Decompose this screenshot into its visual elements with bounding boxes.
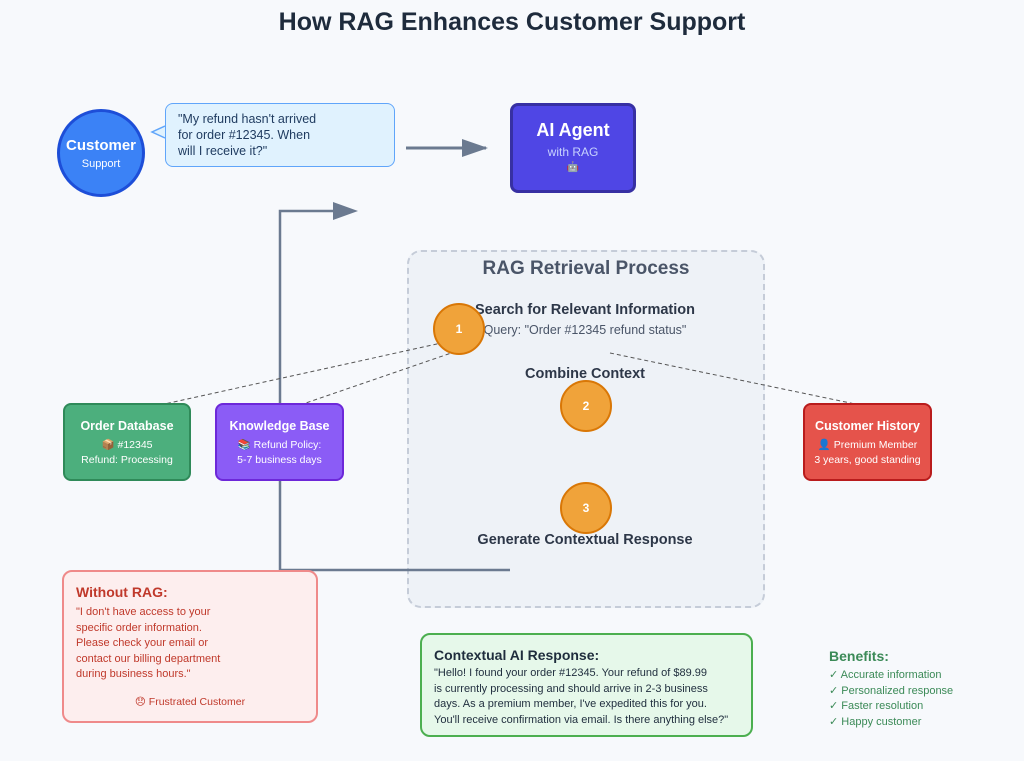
order-database-line: 📦 #12345 <box>101 439 153 451</box>
benefit-item: ✓ Happy customer <box>829 715 922 728</box>
without-rag-panel: Without RAG: "I don't have access to you… <box>62 570 318 723</box>
contextual-response-panel: Contextual AI Response: "Hello! I found … <box>420 633 753 737</box>
speech-bubble-tail <box>150 125 166 139</box>
question-line: "My refund hasn't arrived <box>178 112 317 126</box>
contextual-response-line: is currently processing and should arriv… <box>434 682 708 695</box>
contextual-response-text: "Hello! I found your order #12345. Your … <box>434 666 739 728</box>
without-rag-line: specific order information. <box>76 621 202 634</box>
benefit-item: ✓ Accurate information <box>829 669 942 681</box>
step-3-title: Generate Contextual Response <box>477 532 693 548</box>
benefits-panel: Benefits: ✓ Accurate information ✓ Perso… <box>829 648 1009 730</box>
customer-question-bubble: "My refund hasn't arrived for order #123… <box>165 103 395 167</box>
benefit-item: ✓ Personalized response <box>829 684 954 697</box>
customer-history-line: 👤 Premium Member <box>817 439 918 451</box>
without-rag-line: "I don't have access to your <box>76 606 211 618</box>
knowledge-base-line: 5-7 business days <box>237 454 322 466</box>
knowledge-base-node: Knowledge Base 📚 Refund Policy: 5-7 busi… <box>215 403 344 481</box>
without-rag-title: Without RAG: <box>76 584 168 600</box>
ai-agent-node: AI Agent with RAG 🤖 <box>510 103 636 193</box>
question-line: will I receive it?" <box>178 144 268 158</box>
robot-icon: 🤖 <box>566 162 580 173</box>
order-db-connector <box>159 339 456 406</box>
order-database-title: Order Database <box>80 419 174 433</box>
without-rag-line: Please check your email or <box>76 637 209 649</box>
knowledge-base-title: Knowledge Base <box>229 419 330 433</box>
step-2-badge: 2 <box>560 380 612 432</box>
knowledge-base-line: 📚 Refund Policy: <box>237 439 322 451</box>
customer-subtitle: Support <box>81 157 121 170</box>
knowledge-base-connector <box>299 349 461 406</box>
contextual-response-line: "Hello! I found your order #12345. Your … <box>434 667 707 679</box>
customer-history-title: Customer History <box>815 419 920 433</box>
benefits-title: Benefits: <box>829 648 889 664</box>
without-rag-line: contact our billing department <box>76 652 221 665</box>
without-rag-text: "I don't have access to your specific or… <box>76 605 304 683</box>
step-1-subtitle: Query: "Order #12345 refund status" <box>483 323 687 337</box>
contextual-response-line: days. As a premium member, I've expedite… <box>434 698 707 710</box>
question-line: for order #12345. When <box>178 128 311 142</box>
customer-node: Customer Support <box>57 109 145 197</box>
order-database-line: Refund: Processing <box>81 454 173 466</box>
response-loop-path <box>278 209 510 572</box>
contextual-response-line: You'll receive confirmation via email. I… <box>434 713 729 726</box>
without-rag-line: during business hours." <box>76 668 191 680</box>
contextual-response-title: Contextual AI Response: <box>434 647 600 663</box>
response-loop-arrowhead <box>333 202 358 220</box>
step-3-badge: 3 <box>560 482 612 534</box>
customer-history-connector <box>609 352 861 406</box>
frustrated-customer-label: 😞 Frustrated Customer <box>134 695 246 708</box>
rag-process-title: RAG Retrieval Process <box>482 258 690 279</box>
customer-title: Customer <box>65 136 136 154</box>
order-database-node: Order Database 📦 #12345 Refund: Processi… <box>63 403 191 481</box>
diagram-title: How RAG Enhances Customer Support <box>278 8 746 36</box>
agent-subtitle: with RAG <box>547 145 599 159</box>
customer-history-node: Customer History 👤 Premium Member 3 year… <box>803 403 932 481</box>
step-2-title: Combine Context <box>524 366 646 382</box>
agent-title: AI Agent <box>536 120 610 140</box>
benefits-list: ✓ Accurate information ✓ Personalized re… <box>829 668 1009 730</box>
benefit-item: ✓ Faster resolution <box>829 700 924 712</box>
step-1-badge: 1 <box>433 303 485 355</box>
step-1-title: Search for Relevant Information <box>475 302 695 318</box>
customer-history-line: 3 years, good standing <box>814 454 921 466</box>
